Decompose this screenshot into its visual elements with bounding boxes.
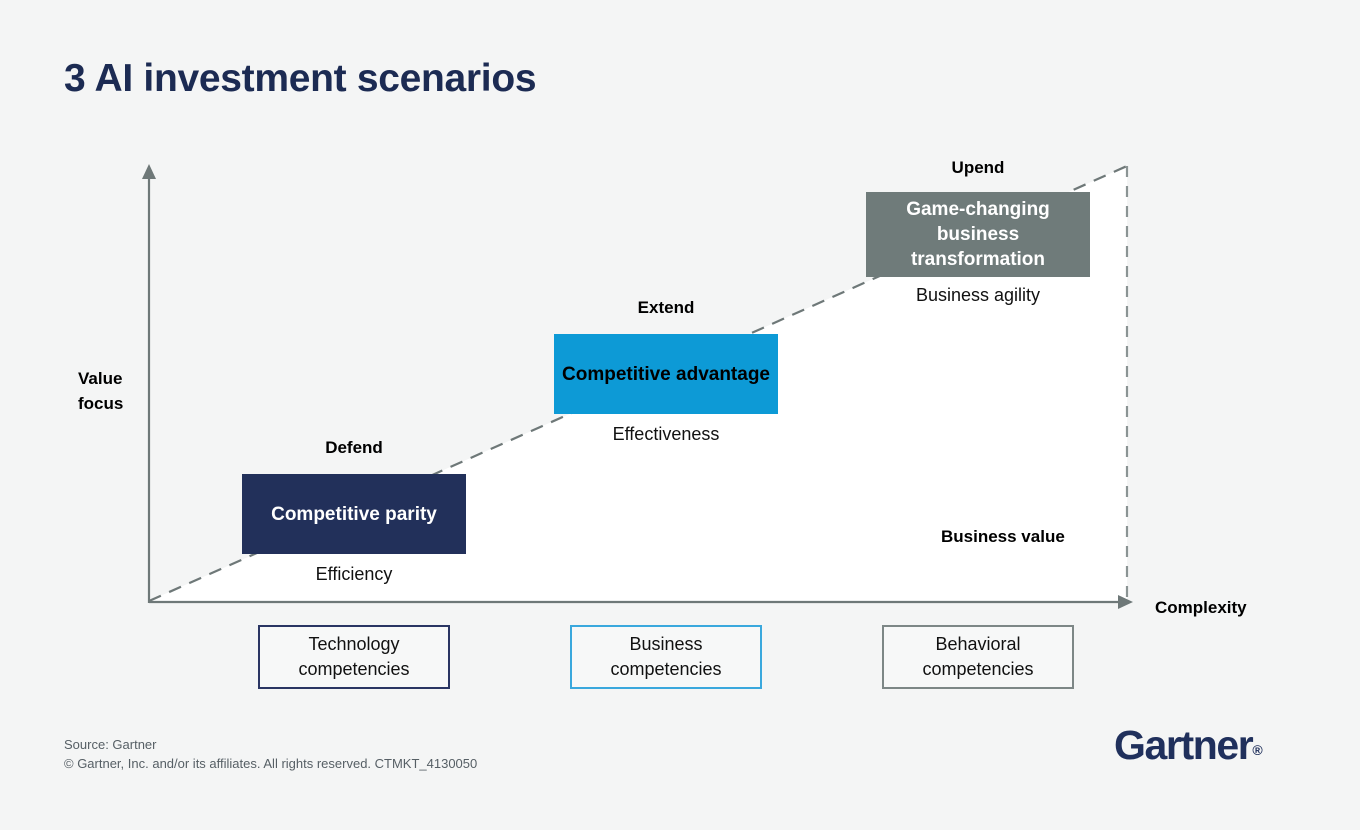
tier-defend-name: Defend (325, 438, 383, 457)
tier-upend: Upend Game-changing business transformat… (866, 158, 1090, 313)
tier-defend-box[interactable]: Competitive parity (242, 474, 466, 554)
tier-upend-name: Upend (951, 158, 1005, 177)
competency-box-business[interactable]: Business competencies (570, 625, 762, 689)
business-value-annotation: Business value (941, 527, 1065, 546)
tier-extend-caption: Effectiveness (612, 424, 720, 444)
source-line: Source: Gartner (64, 737, 157, 752)
y-axis-arrowhead (142, 164, 156, 179)
x-axis-title: Complexity (1155, 598, 1247, 617)
tier-upend-caption: Business agility (915, 285, 1041, 305)
tier-extend-box[interactable]: Competitive advantage (554, 334, 778, 414)
competency-box-technology[interactable]: Technology competencies (258, 625, 450, 689)
tier-defend: Defend Competitive parity Efficiency (242, 438, 466, 588)
copyright-line: © Gartner, Inc. and/or its affiliates. A… (64, 756, 478, 771)
tier-extend: Extend Competitive advantage Effectivene… (554, 298, 778, 448)
x-axis-arrowhead (1118, 595, 1133, 609)
footer-source-block: Source: Gartner © Gartner, Inc. and/or i… (64, 735, 477, 773)
competency-box-behavioral[interactable]: Behavioral competencies (882, 625, 1074, 689)
gartner-logo-text: Gartner (1114, 722, 1254, 768)
registered-trademark-icon: ® (1252, 742, 1263, 758)
tier-extend-name: Extend (637, 298, 695, 317)
gartner-logo: Gartner® (1114, 722, 1263, 769)
page-title: 3 AI investment scenarios (64, 57, 537, 100)
tier-upend-box[interactable]: Game-changing business transformation (866, 192, 1090, 277)
y-axis-title: Value focus (78, 369, 124, 413)
tier-defend-caption: Efficiency (315, 564, 393, 584)
